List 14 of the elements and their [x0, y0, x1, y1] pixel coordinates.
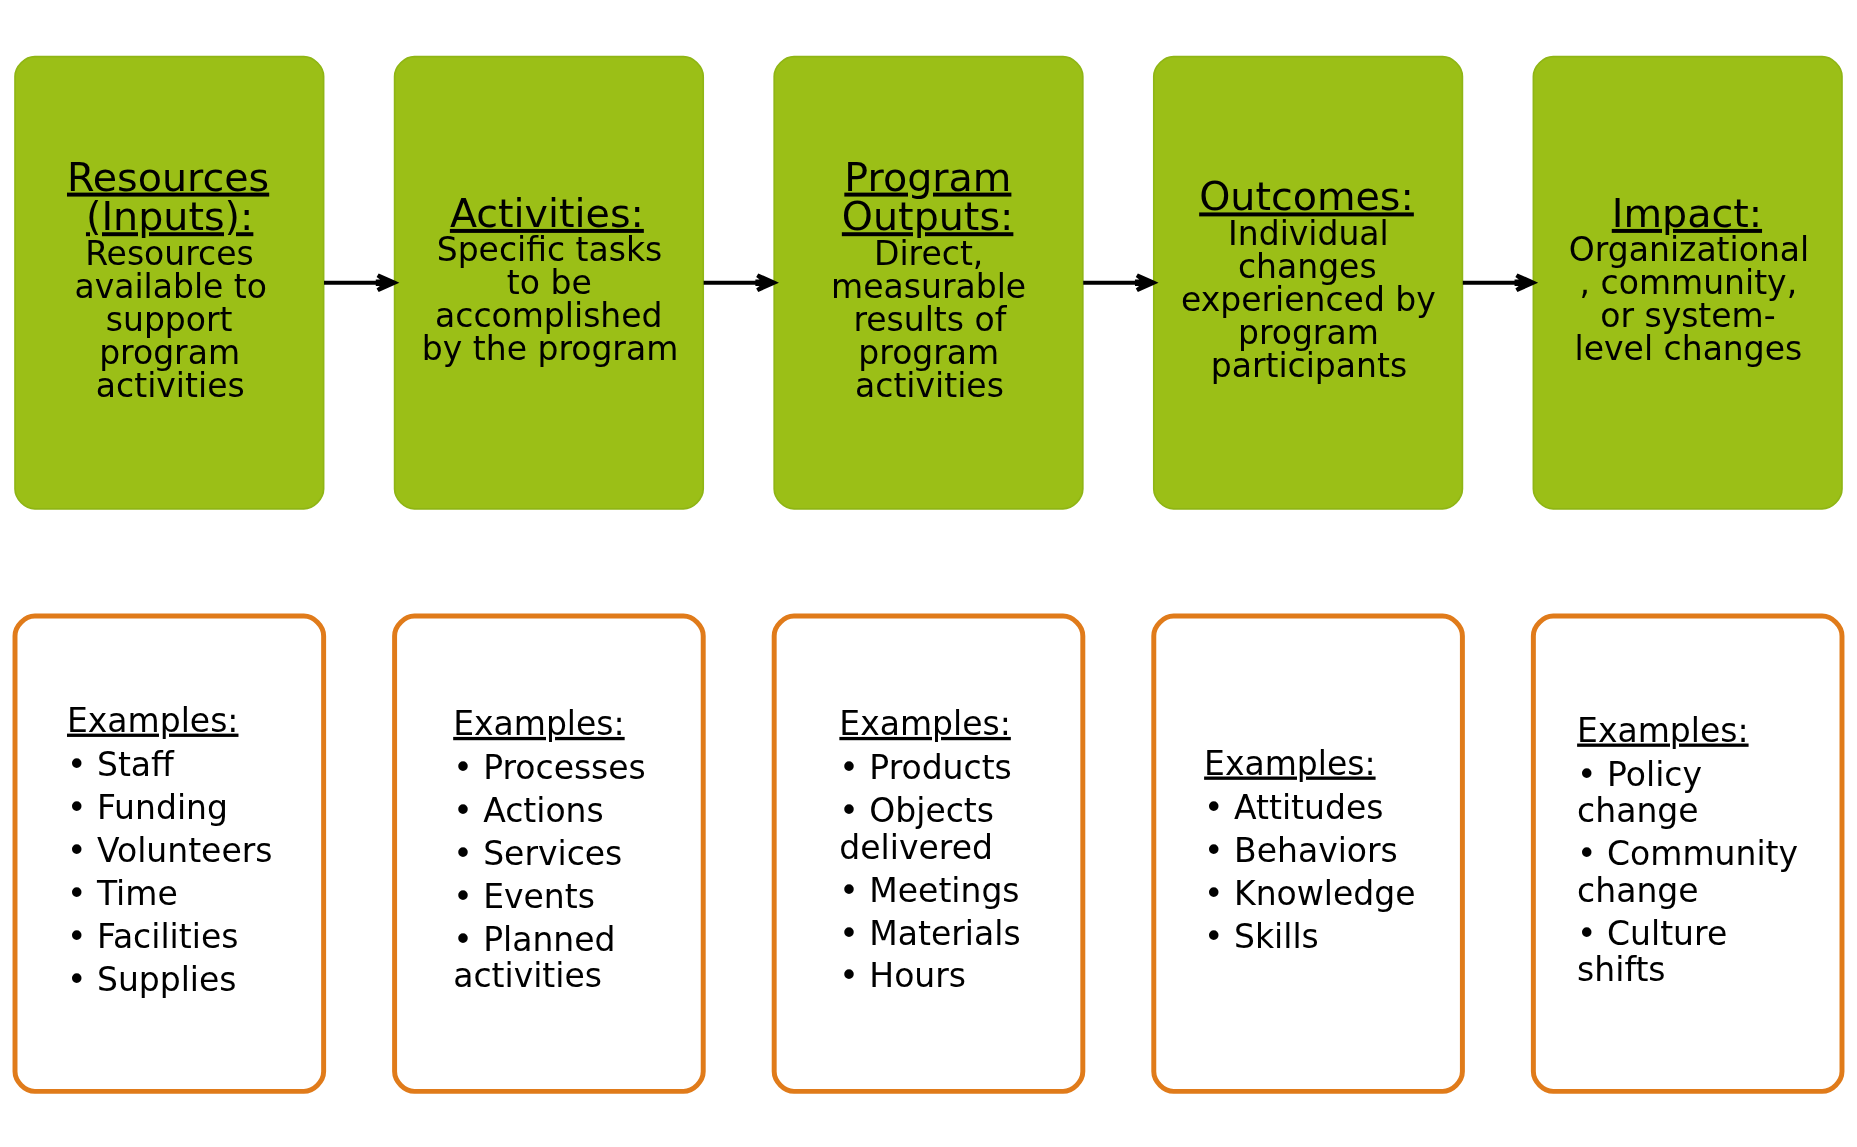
node-box: Examples: • Products • Objects delivered • Meetings • Materials • Hours: [771, 613, 1086, 1094]
node-box: Resources (Inputs): Resources available to support program activities: [14, 55, 325, 510]
node-box: Examples: • Staff • Funding • Volunteers • Time • Facilities • Supplies: [12, 613, 327, 1094]
node-box: Examples: • Policy change • Community change • Culture shifts: [1530, 613, 1845, 1094]
arrow: [324, 272, 397, 292]
arrow: [1083, 272, 1156, 292]
node-box: Examples: • Attitudes • Behaviors • Knowledge • Skills: [1151, 613, 1465, 1094]
node-box: Program Outputs: Direct, measurable results of program activities: [773, 55, 1084, 510]
node-box: Activities: Specific tasks to be accomplished by the program: [393, 55, 705, 510]
node-box: Impact: Organizational, community, or system-level changes: [1532, 55, 1843, 510]
arrow: [703, 272, 776, 292]
node-box: Examples: • Processes • Actions • Services • Events • Planned activities: [392, 613, 706, 1094]
arrow: [1462, 272, 1536, 292]
node-box: Outcomes: Individual changes experienced by program participants: [1152, 55, 1464, 510]
